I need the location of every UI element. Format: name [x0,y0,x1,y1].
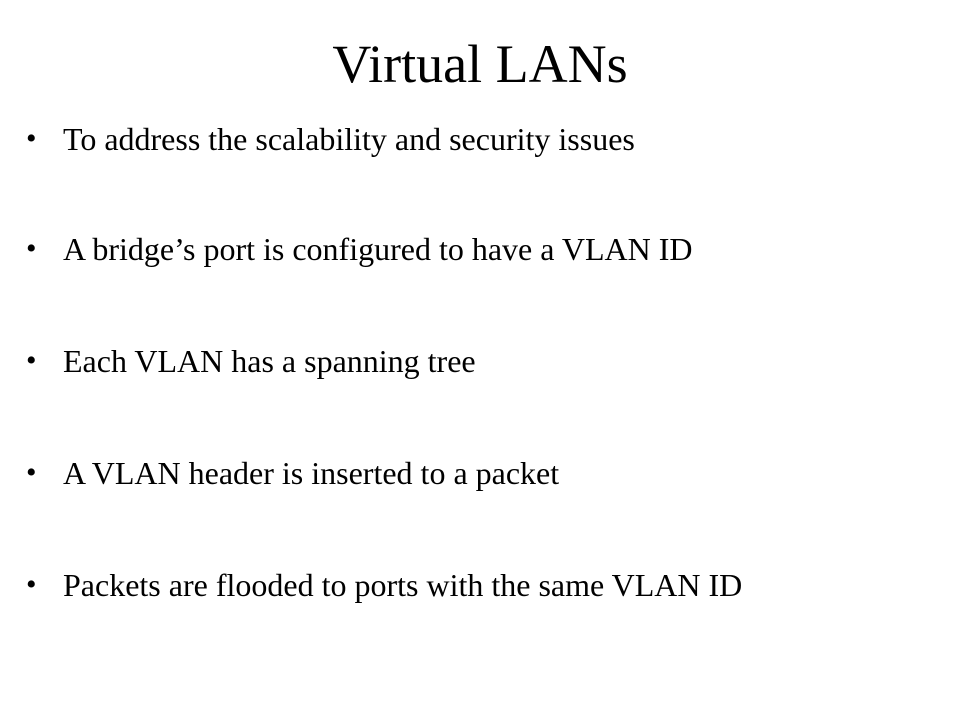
bullet-text: A bridge’s port is configured to have a … [63,231,693,267]
bullet-text: A VLAN header is inserted to a packet [63,455,560,491]
bullet-text: To address the scalability and security … [63,121,635,157]
slide-title: Virtual LANs [332,34,628,94]
bullet-dot: • [26,568,37,601]
bullet-text: Packets are flooded to ports with the sa… [63,567,743,603]
bullet-dot: • [26,344,37,377]
bullet-dot: • [26,122,37,155]
bullet-dot: • [26,232,37,265]
bullet-text: Each VLAN has a spanning tree [63,343,476,379]
bullet-dot: • [26,456,37,489]
